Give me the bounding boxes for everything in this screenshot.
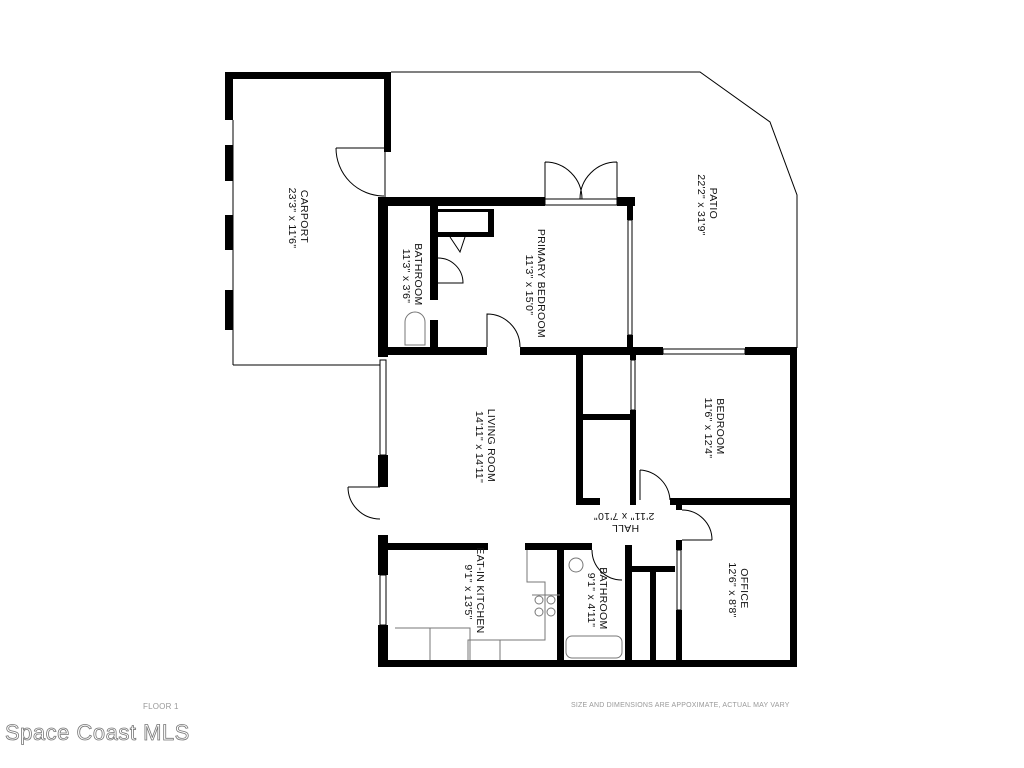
room-label-primary-bathroom: BATHROOM 11'3" x 3'6"	[400, 243, 424, 309]
room-label-patio: PATIO 22'2" x 31'9"	[695, 174, 719, 236]
room-label-carport: CARPORT 23'3" x 11'6"	[286, 188, 310, 249]
exterior-walls	[347, 161, 797, 667]
room-dims: 14'11" x 14'11"	[473, 411, 485, 483]
carport-walls	[225, 72, 391, 366]
room-name: EAT-IN KITCHEN	[474, 547, 486, 633]
room-label-bedroom: BEDROOM 11'6" x 12'4"	[702, 398, 726, 459]
interior-walls	[388, 206, 797, 667]
room-dims: 2'11" x 7'10"	[594, 510, 655, 522]
watermark-logo: Space Coast MLS	[5, 720, 190, 746]
room-label-living-room: LIVING ROOM 14'11" x 14'11"	[473, 409, 497, 486]
room-name: PATIO	[707, 188, 719, 219]
room-name: BATHROOM	[597, 567, 609, 629]
room-label-primary-bedroom: PRIMARY BEDROOM 11'3" x 15'0"	[523, 229, 547, 341]
patio-outline	[391, 71, 798, 348]
room-label-bathroom: BATHROOM 9'1" x 4'11"	[585, 567, 609, 633]
disclaimer: SIZE AND DIMENSIONS ARE APPOXIMATE, ACTU…	[571, 702, 790, 709]
floor-label: FLOOR 1	[143, 702, 179, 711]
room-dims: 9'1" x 4'11"	[585, 573, 597, 628]
room-name: CARPORT	[298, 190, 310, 244]
room-dims: 9'1" x 13'5"	[462, 564, 474, 619]
room-name: OFFICE	[738, 568, 750, 608]
room-dims: 12'6" x 8'8"	[726, 562, 738, 617]
room-label-office: OFFICE 12'6" x 8'8"	[726, 562, 750, 617]
room-dims: 11'6" x 12'4"	[702, 398, 714, 459]
room-name: BATHROOM	[412, 243, 424, 305]
room-name: LIVING ROOM	[485, 409, 497, 482]
room-dims: 23'3" x 11'6"	[286, 188, 298, 249]
room-name: HALL	[612, 522, 639, 534]
room-dims: 22'2" x 31'9"	[695, 174, 707, 236]
room-dims: 11'3" x 15'0"	[523, 255, 535, 316]
room-name: BEDROOM	[714, 398, 726, 454]
room-name: PRIMARY BEDROOM	[535, 229, 547, 338]
room-dims: 11'3" x 3'6"	[400, 249, 412, 304]
room-label-hall: HALL 2'11" x 7'10"	[594, 510, 655, 534]
room-label-kitchen: EAT-IN KITCHEN 9'1" x 13'5"	[462, 547, 486, 636]
